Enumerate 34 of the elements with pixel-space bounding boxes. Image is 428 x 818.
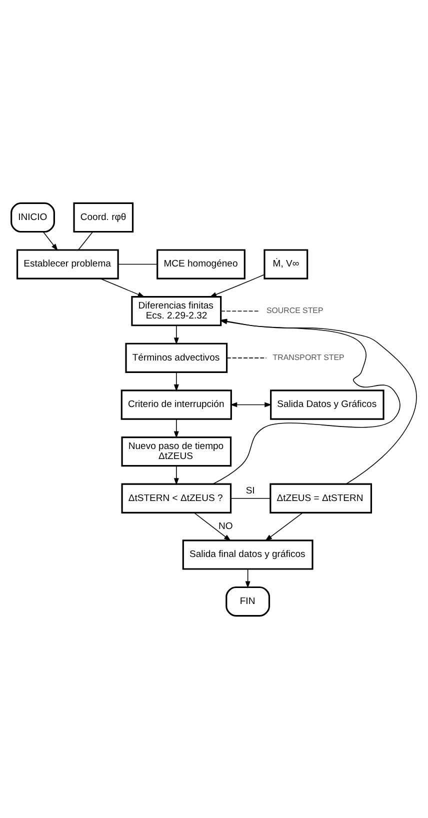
edge-label: SI	[246, 484, 255, 496]
arrow	[194, 512, 232, 541]
node-box: Establecer problema	[16, 248, 119, 279]
node-box: Ṁ, V∞	[264, 248, 308, 279]
node-box: Diferencias finitas Ecs. 2.29-2.32	[131, 296, 222, 326]
connector	[220, 310, 260, 311]
node-box: ΔtSTERN < ΔtZEUS ?	[121, 482, 232, 513]
connector	[118, 263, 158, 264]
arrow	[174, 371, 179, 392]
node-box: Coord. rφθ	[73, 202, 134, 232]
node-box: Términos advectivos	[125, 342, 228, 372]
node-box: MCE homogéneo	[156, 248, 246, 279]
arrow	[264, 512, 304, 541]
node-box: FIN	[226, 586, 270, 616]
node-box: Salida Datos y Gráficos	[270, 389, 384, 420]
arrow	[100, 278, 145, 297]
node-box: INICIO	[10, 202, 55, 232]
node-box: Criterio de interrupción	[120, 389, 232, 420]
edge-label: NO	[218, 520, 233, 532]
arrow	[209, 274, 265, 297]
node-box: ΔtZEUS = ΔtSTERN	[270, 482, 372, 513]
connector	[230, 497, 271, 498]
arrow	[174, 465, 179, 485]
node-text: SOURCE STEP	[266, 306, 324, 315]
arrow	[230, 402, 272, 407]
connector	[78, 230, 94, 250]
node-box: Salida final datos y gráficos	[182, 539, 314, 570]
arrow	[42, 230, 58, 250]
arrow	[174, 324, 179, 344]
connector	[226, 357, 267, 358]
arrow	[245, 568, 250, 588]
arrow	[174, 418, 179, 438]
node-text: TRANSPORT STEP	[272, 352, 344, 362]
node-box: Nuevo paso de tiempo ΔtZEUS	[121, 436, 232, 466]
